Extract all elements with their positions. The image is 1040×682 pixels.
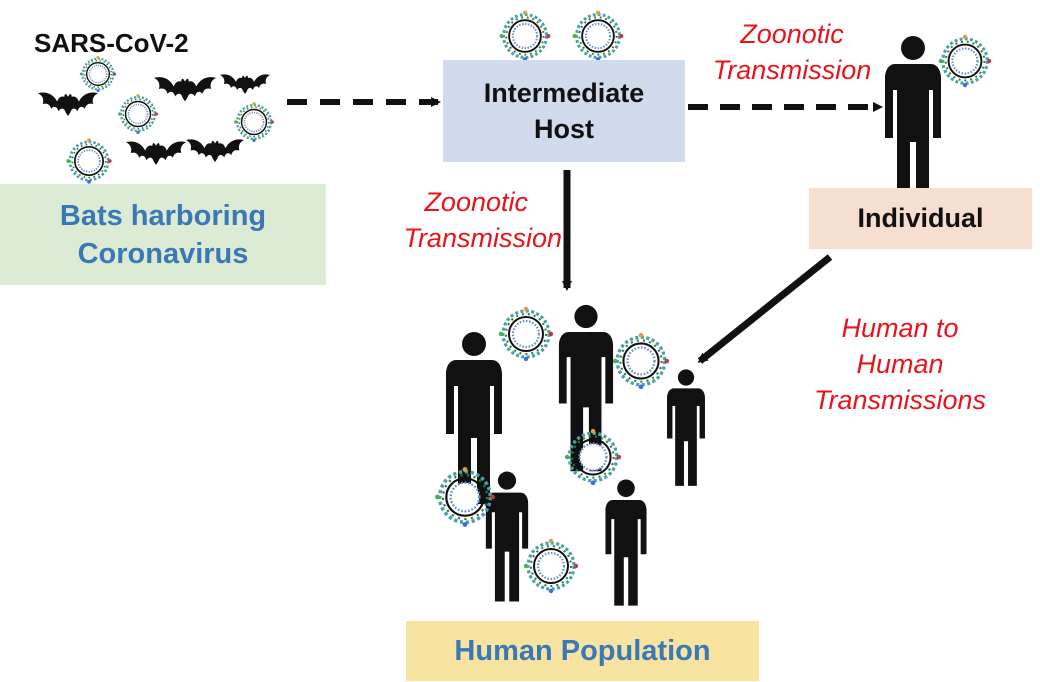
virus-icon <box>497 305 555 363</box>
human-to-human-line3: Transmissions <box>813 385 987 415</box>
intermediate-host-node: Intermediate Host <box>443 60 685 162</box>
human-population-node: Human Population <box>406 621 759 681</box>
zoonotic-transmission-left-label: Zoonotic Transmission <box>352 184 562 256</box>
bat-icon <box>186 139 244 163</box>
human-to-human-label: Human to Human Transmissions <box>790 310 1010 418</box>
bats-node-line1: Bats harboring <box>59 199 267 232</box>
virus-icon <box>116 92 160 136</box>
bats-node: Bats harboring Coronavirus <box>0 184 326 285</box>
human-to-human-line1: Human to <box>841 313 959 343</box>
intermediate-host-line2: Host <box>534 114 594 144</box>
zoonotic-top-line1: Zoonotic <box>740 19 844 49</box>
zoonotic-top-line2: Transmission <box>712 55 872 85</box>
zoonotic-left-line1: Zoonotic <box>424 187 528 217</box>
virus-icon <box>232 100 276 144</box>
virus-icon <box>522 537 580 595</box>
person-silhouette-icon <box>605 479 647 606</box>
person-silhouette-icon <box>667 369 705 486</box>
bat-icon <box>220 74 270 94</box>
bat-icon <box>38 92 98 116</box>
virus-icon <box>937 33 993 89</box>
zoonotic-left-line2: Transmission <box>403 223 562 253</box>
virus-name-label: SARS-CoV-2 <box>34 27 189 58</box>
virus-icon <box>498 9 552 63</box>
person-silhouette-icon <box>485 471 529 602</box>
individual-node: Individual <box>809 188 1032 249</box>
arrow-individual-to-population <box>697 254 833 364</box>
bat-icon <box>126 141 186 165</box>
person-silhouette-icon <box>446 332 502 504</box>
zoonotic-transmission-top-label: Zoonotic Transmission <box>682 16 902 88</box>
virus-icon <box>65 136 114 186</box>
bats-node-line2: Coronavirus <box>77 237 249 270</box>
virus-icon <box>571 9 625 63</box>
intermediate-host-line1: Intermediate <box>483 78 645 108</box>
virus-icon <box>611 331 671 391</box>
bat-icon <box>154 77 216 102</box>
human-to-human-line2: Human <box>856 349 944 379</box>
